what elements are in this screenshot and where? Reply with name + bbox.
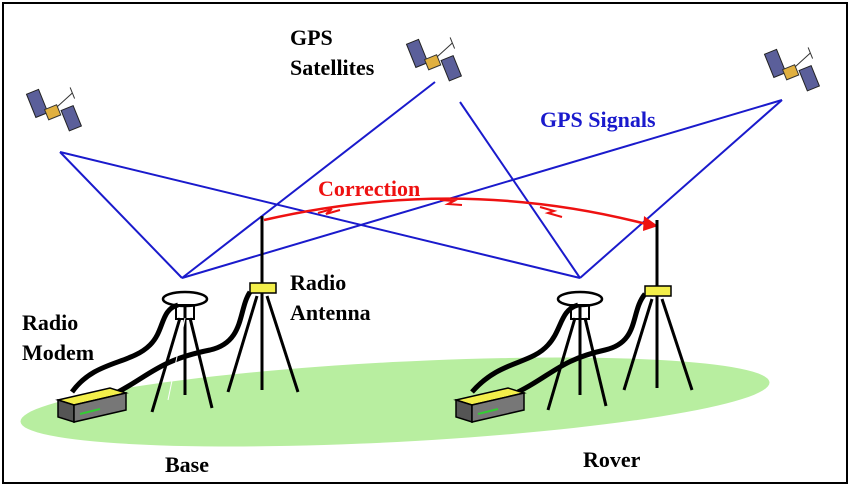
- rover-label: Rover: [583, 447, 641, 472]
- signal-line: [181, 81, 436, 279]
- base-station: [55, 216, 300, 424]
- gps-antenna-ring: [556, 290, 604, 308]
- ground-ellipse: [20, 357, 770, 447]
- signal-line: [59, 151, 581, 279]
- cable: [116, 290, 253, 395]
- rover-station: [453, 220, 694, 424]
- signal-line: [59, 151, 183, 279]
- gps-antenna-ring: [161, 290, 209, 308]
- correction-label: Correction: [318, 176, 421, 201]
- gps-satellites-label-line2: Satellites: [290, 55, 375, 80]
- gps-satellites-label-line1: GPS: [290, 25, 333, 50]
- tripod-icon: [150, 290, 214, 413]
- radio-antenna-label-line1: Radio: [290, 270, 347, 295]
- satellite-icon: [763, 47, 821, 92]
- cable: [470, 302, 579, 394]
- tripod-icon: [546, 290, 608, 411]
- tripod-icon: [622, 220, 694, 391]
- radio-modem-icon: [453, 387, 527, 424]
- gps-signal-lines: [59, 81, 783, 279]
- signal-line: [459, 101, 581, 279]
- correction-arc: [263, 197, 651, 227]
- satellite-icon: [25, 87, 83, 132]
- cable: [69, 302, 179, 394]
- base-label: Base: [165, 452, 209, 477]
- radio-modem-label-line2: Modem: [22, 340, 95, 365]
- radio-modem-label-line1: Radio: [22, 310, 79, 335]
- correction-arrowhead: [643, 216, 658, 231]
- radio-modem-icon: [55, 387, 129, 424]
- signal-line: [181, 99, 783, 279]
- signal-line: [579, 99, 783, 279]
- gps-signals-label: GPS Signals: [540, 107, 656, 132]
- tripod-icon: [226, 216, 300, 393]
- satellite-icon: [405, 37, 463, 82]
- cable: [516, 292, 648, 395]
- correction-link: [263, 197, 658, 231]
- correction-zigzag: [317, 199, 563, 218]
- radio-antenna-label-line2: Antenna: [290, 300, 371, 325]
